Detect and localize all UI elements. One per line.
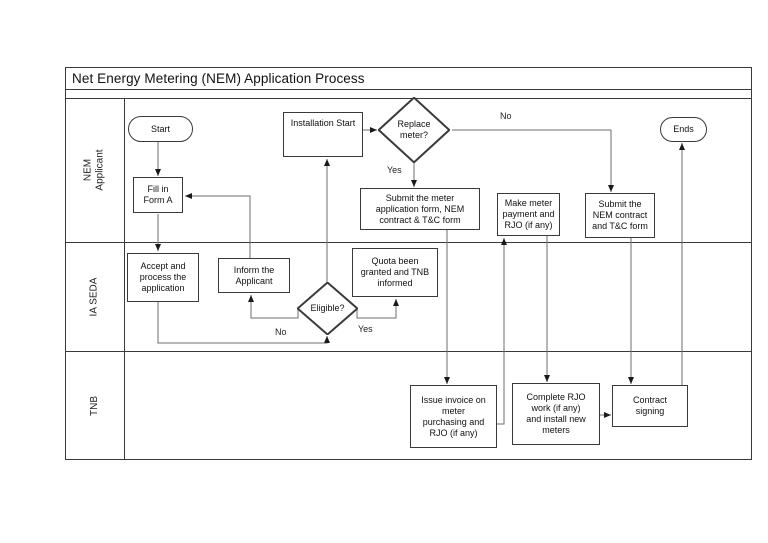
lane-divider-2 bbox=[65, 351, 752, 352]
node-make-meter-payment: Make meter payment and RJO (if any) bbox=[497, 193, 560, 236]
node-quota-granted: Quota been granted and TNB informed bbox=[352, 248, 438, 297]
edge-label-replace-yes: Yes bbox=[387, 165, 402, 175]
edge-label-replace-no: No bbox=[500, 111, 512, 121]
node-replace-meter-label: Replace meter? bbox=[397, 119, 431, 140]
node-complete-rjo: Complete RJO work (if any) and install n… bbox=[512, 383, 600, 445]
node-start-label: Start bbox=[150, 123, 170, 134]
node-installation-start-label: Installation Start bbox=[290, 118, 356, 128]
title-divider bbox=[65, 89, 752, 90]
node-eligible-decision: Eligible? bbox=[297, 282, 358, 335]
node-issue-invoice: Issue invoice on meter purchasing and RJ… bbox=[410, 385, 497, 448]
node-submit-nem-contract-label: Submit the NEM contract and T&C form bbox=[592, 199, 648, 231]
node-installation-start: Installation Start bbox=[283, 112, 363, 157]
node-accept-process-application-label: Accept and process the application bbox=[139, 261, 187, 293]
diagram-title: Net Energy Metering (NEM) Application Pr… bbox=[72, 70, 365, 86]
node-replace-meter-decision: Replace meter? bbox=[378, 97, 450, 163]
node-eligible-label: Eligible? bbox=[310, 303, 345, 313]
lane-label-column-divider bbox=[124, 98, 125, 460]
node-ends-label: Ends bbox=[673, 124, 694, 134]
lane-label-nem-applicant: NEM Applicant bbox=[82, 149, 106, 191]
node-submit-meter-application: Submit the meter application form, NEM c… bbox=[360, 188, 480, 230]
node-quota-granted-label: Quota been granted and TNB informed bbox=[360, 256, 430, 288]
node-complete-rjo-label: Complete RJO work (if any) and install n… bbox=[526, 392, 586, 435]
node-inform-applicant-label: Inform the Applicant bbox=[233, 264, 275, 286]
node-fill-in-form-a: Fill in Form A bbox=[133, 177, 183, 213]
node-submit-meter-application-label: Submit the meter application form, NEM c… bbox=[375, 192, 465, 225]
edge-label-eligible-no: No bbox=[275, 327, 287, 337]
diagram-border bbox=[65, 67, 752, 460]
lane-ia-seda: IA SEDA bbox=[65, 242, 124, 351]
edge-label-eligible-yes: Yes bbox=[358, 324, 373, 334]
diagram-title-bar: Net Energy Metering (NEM) Application Pr… bbox=[65, 67, 752, 89]
lane-divider-1 bbox=[65, 242, 752, 243]
lane-label-tnb: TNB bbox=[88, 395, 100, 416]
lane-label-ia-seda: IA SEDA bbox=[88, 277, 100, 316]
node-fill-in-form-a-label: Fill in Form A bbox=[143, 184, 173, 205]
node-ends: Ends bbox=[660, 117, 707, 142]
node-start: Start bbox=[128, 116, 193, 142]
lane-nem-applicant: NEM Applicant bbox=[65, 98, 124, 242]
diamond-shape bbox=[378, 97, 450, 163]
header-divider bbox=[65, 98, 752, 99]
node-inform-applicant: Inform the Applicant bbox=[218, 258, 290, 293]
node-issue-invoice-label: Issue invoice on meter purchasing and RJ… bbox=[421, 394, 486, 438]
node-contract-signing-label: Contract signing bbox=[632, 395, 667, 416]
lane-tnb: TNB bbox=[65, 351, 124, 460]
node-make-meter-payment-label: Make meter payment and RJO (if any) bbox=[502, 198, 555, 230]
node-contract-signing: Contract signing bbox=[612, 385, 688, 427]
node-submit-nem-contract: Submit the NEM contract and T&C form bbox=[585, 193, 655, 238]
node-accept-process-application: Accept and process the application bbox=[127, 253, 199, 302]
